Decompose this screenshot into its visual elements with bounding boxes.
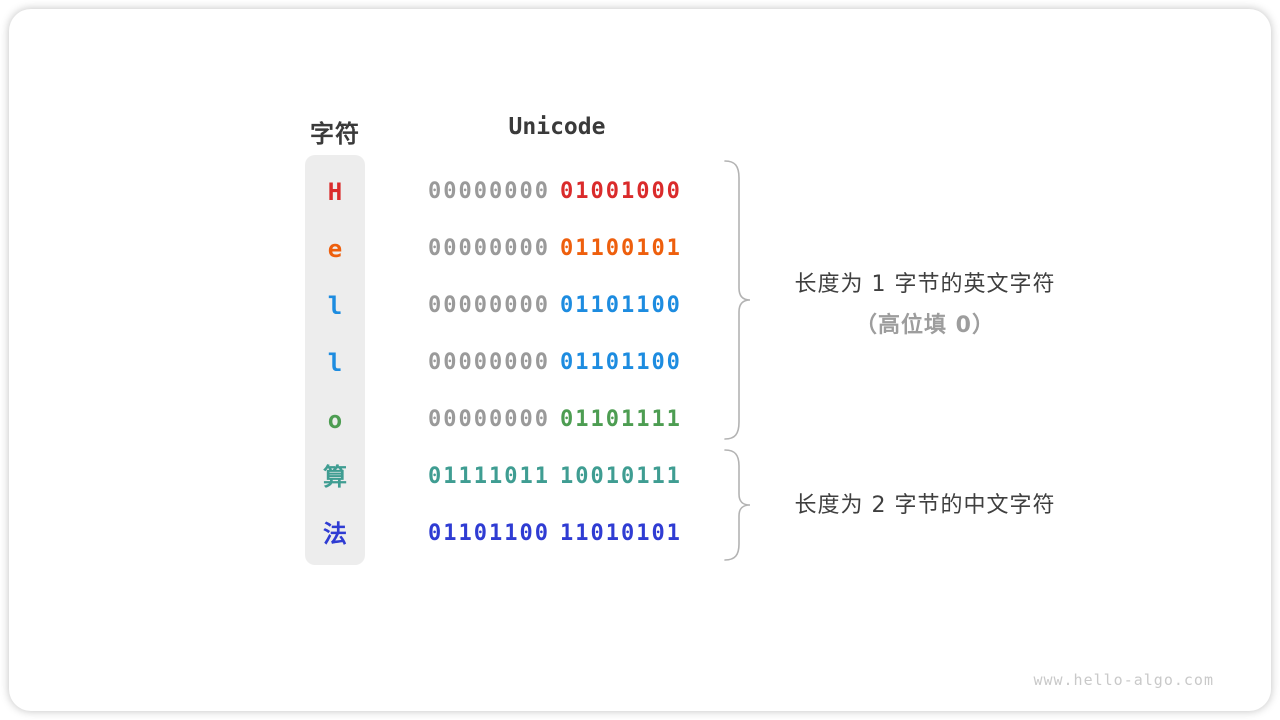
character-cell: 算 (323, 463, 347, 491)
watermark-url: www.hello-algo.com (1033, 671, 1214, 689)
low-byte: 11010101 (559, 521, 682, 546)
annotation-english-chars: 长度为 1 字节的英文字符 （高位填 0） (752, 266, 1098, 339)
high-byte: 00000000 (428, 350, 550, 375)
character-cell: l (327, 292, 343, 320)
table-row: o 00000000 01101111 (0, 405, 1280, 435)
character-cell: l (327, 349, 343, 377)
character-column-background (305, 155, 365, 565)
character-cell: o (327, 406, 343, 434)
low-byte: 01101100 (559, 350, 682, 375)
high-byte: 01111011 (428, 464, 550, 489)
brace-1-byte-group (724, 160, 751, 440)
unicode-binary: 00000000 01100101 (428, 234, 682, 264)
column-header-unicode: Unicode (508, 114, 606, 140)
annotation-english-line2: （高位填 0） (855, 313, 995, 338)
table-row: l 00000000 01101100 (0, 291, 1280, 321)
low-byte: 01101100 (559, 293, 682, 318)
table-row: 算 01111011 10010111 (0, 462, 1280, 492)
unicode-binary: 01111011 10010111 (428, 462, 682, 492)
column-header-character: 字符 (310, 120, 360, 148)
table-row: 法 01101100 11010101 (0, 519, 1280, 549)
figure-card (9, 9, 1271, 711)
high-byte: 01101100 (428, 521, 550, 546)
unicode-binary: 00000000 01101100 (428, 348, 682, 378)
unicode-binary: 00000000 01101111 (428, 405, 682, 435)
low-byte: 01001000 (559, 179, 682, 204)
character-cell: H (327, 178, 343, 206)
low-byte: 01100101 (559, 236, 682, 261)
character-cell: 法 (323, 520, 347, 548)
unicode-binary: 00000000 01101100 (428, 291, 682, 321)
high-byte: 00000000 (428, 236, 550, 261)
low-byte: 01101111 (559, 407, 682, 432)
annotation-english-line1: 长度为 1 字节的英文字符 (794, 272, 1056, 297)
unicode-binary: 00000000 01001000 (428, 177, 682, 207)
table-row: e 00000000 01100101 (0, 234, 1280, 264)
brace-2-byte-group (724, 449, 751, 561)
low-byte: 10010111 (559, 464, 682, 489)
annotation-chinese-line1: 长度为 2 字节的中文字符 (794, 493, 1056, 518)
table-row: l 00000000 01101100 (0, 348, 1280, 378)
high-byte: 00000000 (428, 407, 550, 432)
high-byte: 00000000 (428, 293, 550, 318)
high-byte: 00000000 (428, 179, 550, 204)
annotation-chinese-chars: 长度为 2 字节的中文字符 (752, 487, 1098, 519)
character-cell: e (327, 235, 343, 263)
table-row: H 00000000 01001000 (0, 177, 1280, 207)
unicode-binary: 01101100 11010101 (428, 519, 682, 549)
